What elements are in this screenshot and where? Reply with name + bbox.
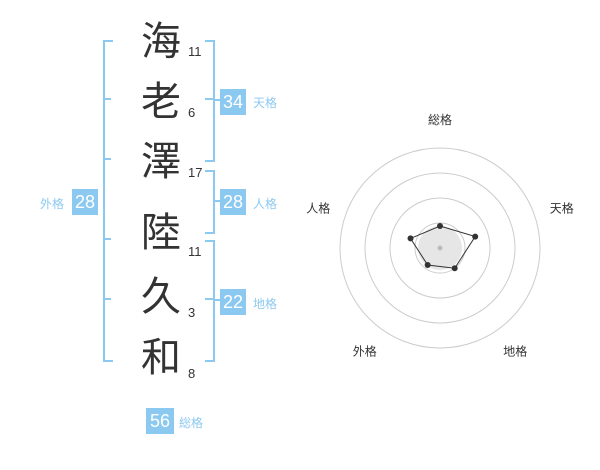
gaikaku-score: 28 (72, 189, 98, 215)
bracket-tick (103, 158, 111, 160)
name-char-4: 陸 (141, 210, 181, 256)
radar-point (472, 233, 479, 240)
gaikaku-label: 外格 (40, 197, 65, 211)
bracket-tick (103, 98, 111, 100)
stroke-count-6: 8 (188, 366, 196, 381)
soukaku-score: 56 (146, 408, 174, 434)
radar-point (437, 223, 443, 229)
chikaku-score: 22 (220, 289, 246, 315)
radar-center-dot (437, 245, 443, 251)
tenkaku-score: 34 (220, 89, 246, 115)
name-char-6: 和 (141, 335, 181, 381)
tenkaku-label: 天格 (253, 96, 278, 110)
radar-ring (339, 147, 541, 349)
bracket-connector (213, 200, 220, 202)
name-char-1: 海 (141, 19, 181, 65)
stroke-count-5: 3 (188, 305, 196, 320)
radar-axis-label: 天格 (550, 200, 574, 215)
bracket-tick (205, 98, 213, 100)
radar-ring (389, 197, 491, 299)
bracket-tick (103, 238, 111, 240)
radar-axis-label: 人格 (306, 200, 330, 215)
radar-axis-label: 外格 (353, 344, 377, 359)
radar-polygon (409, 225, 476, 269)
stroke-count-4: 11 (188, 244, 202, 259)
bracket-tick (103, 298, 111, 300)
bracket-connector (213, 299, 220, 301)
stroke-count-2: 6 (188, 105, 196, 120)
radar-point (451, 265, 458, 272)
radar-point (424, 261, 431, 268)
jinkaku-bracket (205, 170, 215, 234)
name-char-3: 澤 (141, 139, 181, 185)
stroke-count-3: 17 (188, 165, 203, 180)
name-char-5: 久 (141, 274, 181, 320)
name-char-2: 老 (141, 79, 181, 125)
gaikaku-bracket (103, 40, 113, 362)
stroke-count-1: 11 (188, 44, 202, 59)
tenkaku-bracket (205, 40, 215, 162)
bracket-tick (205, 298, 213, 300)
radar-point (407, 235, 414, 242)
chikaku-bracket (205, 240, 215, 362)
jinkaku-label: 人格 (253, 197, 278, 211)
radar-axis-label: 総格 (428, 112, 452, 127)
radar-axis-label: 地格 (503, 344, 527, 359)
chikaku-label: 地格 (253, 297, 278, 311)
radar-ring (364, 172, 516, 324)
jinkaku-score: 28 (220, 189, 246, 215)
soukaku-label: 総格 (179, 416, 204, 430)
bracket-connector (213, 99, 220, 101)
